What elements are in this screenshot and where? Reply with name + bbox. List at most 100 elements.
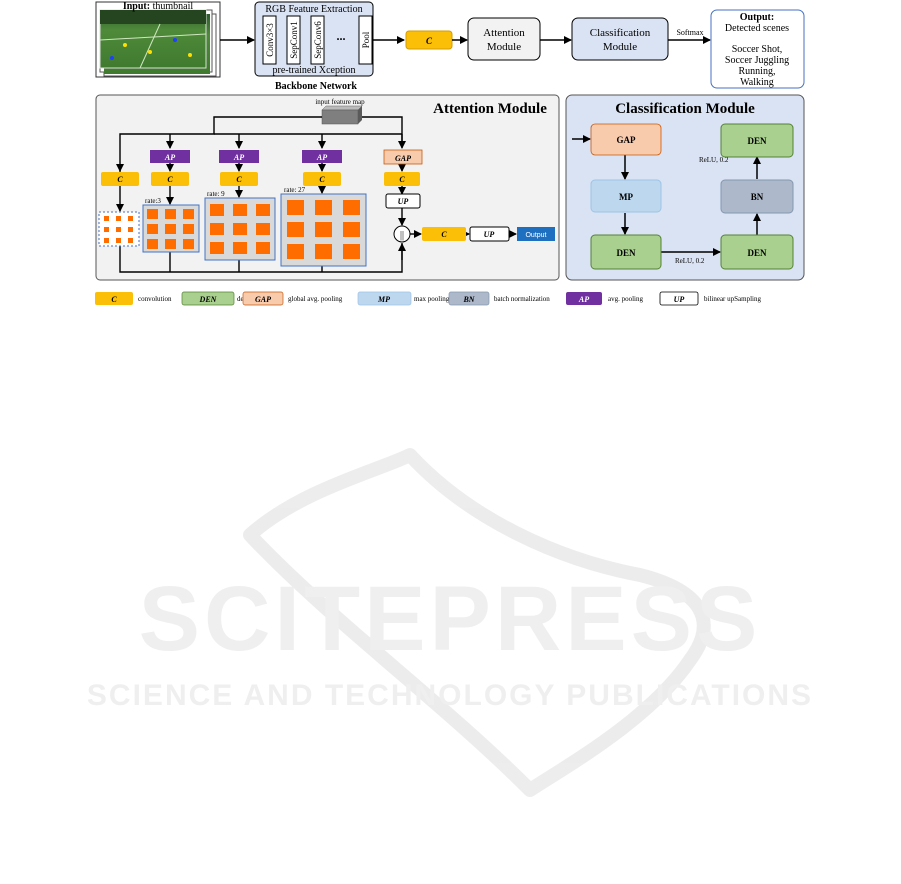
backbone-network: RGB Feature Extraction Conv3×3 SepConv1 …: [254, 1, 374, 77]
ap-block-1: [150, 150, 190, 163]
svg-text:C: C: [111, 295, 117, 304]
legend-text-bn: batch normalization: [494, 295, 550, 303]
ap-blocks: AP AP AP: [150, 150, 342, 163]
legend-swatch-gap: [242, 291, 284, 306]
backbone-layer-pool: Pool: [361, 31, 371, 48]
legend-swatch-mp: [357, 291, 412, 306]
rate-3-label: rate:3: [145, 197, 161, 205]
legend-text-gap: global avg. pooling: [288, 295, 343, 303]
attention-module-block: [467, 17, 541, 61]
legend-swatch-bn: [448, 291, 490, 306]
attention-panel-title: Attention Module: [433, 101, 547, 117]
svg-text:GAP: GAP: [255, 295, 271, 304]
legend-text-ap: avg. pooling: [608, 295, 643, 303]
legend-swatch-den: [181, 291, 235, 306]
backbone-layer-sepconv1: SepConv1: [289, 21, 299, 59]
output-line-4: Soccer Juggling: [725, 55, 789, 66]
svg-text:UP: UP: [484, 230, 495, 239]
svg-text:GAP: GAP: [617, 135, 637, 145]
svg-text:DEN: DEN: [616, 248, 636, 258]
svg-text:C: C: [441, 230, 447, 239]
attention-conv-blocks: C C C C C: [101, 172, 420, 186]
classification-module-line1: Classification: [590, 27, 651, 39]
svg-text:MP: MP: [619, 192, 633, 202]
legend-text-mp: max pooling: [414, 295, 450, 303]
legend-text-up: bilinear upSampling: [704, 295, 761, 303]
dilated-grid-rate-9: [204, 197, 276, 261]
svg-text:C: C: [167, 175, 173, 184]
attention-up-block-2: [469, 226, 510, 242]
input-feature-map: [321, 105, 363, 125]
backbone-layer-sepconv6: SepConv6: [313, 21, 323, 59]
attention-output-block: [517, 227, 555, 241]
svg-text:UP: UP: [398, 197, 409, 206]
classification-panel-title: Classification Module: [615, 101, 755, 117]
output-box: [710, 9, 805, 89]
class-gap-block: [590, 123, 662, 156]
legend-swatch-ap: [566, 292, 602, 305]
classification-module-block: [571, 17, 669, 61]
input-label: Input: thumbnail: [123, 1, 194, 12]
svg-text:C: C: [236, 175, 242, 184]
svg-text:AP: AP: [233, 153, 244, 162]
concat-symbol: ||: [400, 230, 404, 241]
attention-gap-block: [383, 149, 423, 165]
input-thumbnail-stack: [95, 1, 221, 78]
svg-text:C: C: [399, 175, 405, 184]
svg-text:DEN: DEN: [747, 136, 767, 146]
backbone-footer: pre-trained Xception: [272, 65, 355, 76]
backbone-layer-conv: Conv3×3: [265, 23, 275, 57]
class-mp-block: [590, 179, 662, 213]
svg-text:AP: AP: [316, 153, 327, 162]
output-line-6: Walking: [740, 77, 774, 88]
svg-text:C: C: [117, 175, 123, 184]
top-conv-label: C: [426, 36, 433, 46]
watermark-sub: SCIENCE AND TECHNOLOGY PUBLICATIONS: [87, 679, 813, 712]
legend: C convolution DEN dense GAP global avg. …: [95, 291, 761, 306]
svg-text:UP: UP: [674, 295, 685, 304]
output-line-1: Detected scenes: [725, 23, 789, 34]
class-bn-block: [720, 179, 794, 214]
attention-final-conv: [422, 227, 466, 241]
output-line-3: Soccer Shot,: [732, 44, 783, 55]
legend-swatch-c: [95, 292, 133, 305]
attention-up-block-1: [385, 193, 421, 209]
backbone-title: RGB Feature Extraction: [265, 4, 362, 15]
dilated-grid-rate-27: [280, 193, 367, 267]
class-den-block-1: [590, 234, 662, 270]
feature-map-label: input feature map: [315, 98, 365, 106]
attention-output-label: Output: [525, 232, 546, 239]
attention-module-line1: Attention: [483, 27, 525, 39]
conv1x1-grid: [98, 211, 140, 247]
svg-text:AP: AP: [164, 153, 175, 162]
output-line-5: Running,: [739, 66, 776, 77]
relu-bottom-label: ReLU, 0.2: [675, 257, 705, 265]
attention-module-line2: Module: [487, 41, 521, 53]
rate-27-label: rate: 27: [284, 186, 306, 194]
svg-text:DEN: DEN: [747, 248, 767, 258]
watermark-main: SCITEPRESS: [139, 568, 762, 670]
backbone-ellipsis: ...: [337, 29, 346, 43]
attention-gap-label: GAP: [395, 154, 411, 163]
classification-module-line2: Module: [603, 41, 637, 53]
class-den-block-3: [720, 123, 794, 158]
ap-block-2: [219, 150, 259, 163]
legend-swatch-up: [659, 291, 699, 306]
svg-text:BN: BN: [751, 192, 764, 202]
concat-node: [393, 225, 411, 243]
ap-block-3: [302, 150, 342, 163]
softmax-label: Softmax: [676, 28, 703, 37]
class-den-block-2: [720, 234, 794, 270]
svg-text:AP: AP: [578, 295, 589, 304]
backbone-caption: Backbone Network: [275, 81, 357, 92]
svg-text:DEN: DEN: [199, 295, 218, 304]
dilated-grid-rate-3: [142, 204, 200, 253]
svg-text:C: C: [319, 175, 325, 184]
rate-9-label: rate: 9: [207, 190, 225, 198]
svg-text:MP: MP: [377, 295, 390, 304]
legend-text-c: convolution: [138, 295, 172, 303]
relu-top-label: ReLU, 0.2: [699, 156, 729, 164]
watermark: SCITEPRESS SCIENCE AND TECHNOLOGY PUBLIC…: [87, 448, 813, 797]
output-title: Output:: [740, 12, 774, 23]
